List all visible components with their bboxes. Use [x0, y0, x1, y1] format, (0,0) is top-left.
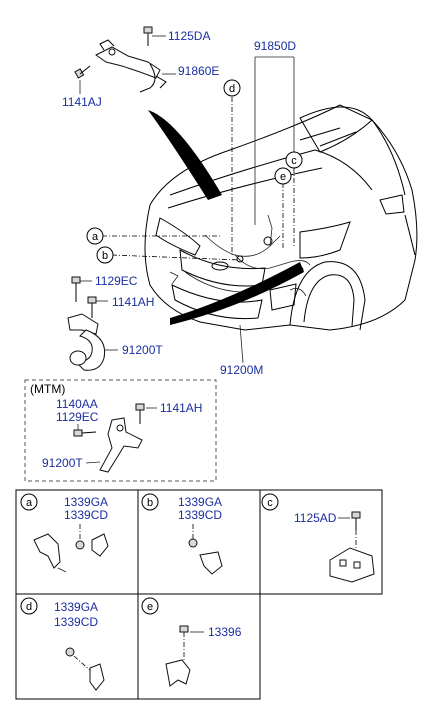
panel-a-part-1[interactable]: 1339GA [64, 495, 108, 509]
mtm-part-1129EC[interactable]: 1129EC [56, 410, 99, 424]
bolt-icon-ec [71, 276, 81, 302]
svg-text:d: d [26, 601, 32, 613]
svg-text:d: d [229, 83, 235, 95]
svg-text:e: e [147, 601, 153, 613]
panel-b-part-2[interactable]: 1339CD [178, 508, 222, 522]
mtm-part-1141AH[interactable]: 1141AH [160, 401, 202, 415]
marker-a[interactable]: a [86, 227, 104, 245]
marker-e[interactable]: e [274, 167, 292, 185]
detail-panel-c: c 1125AD [261, 493, 375, 583]
detail-panel-e: e 13396 [141, 597, 242, 687]
mtm-title: (MTM) [30, 382, 65, 396]
svg-text:b: b [147, 497, 153, 509]
callout-91200T[interactable]: 91200T [122, 343, 163, 357]
bolt-icon [143, 26, 153, 46]
mtm-part-1140AA[interactable]: 1140AA [56, 397, 98, 411]
battery-cable-part [67, 313, 106, 371]
callout-91200M[interactable]: 91200M [220, 363, 263, 377]
svg-text:c: c [267, 497, 273, 509]
detail-panel-d: d 1339GA 1339CD [20, 597, 105, 691]
svg-text:b: b [102, 250, 108, 262]
screw-icon [74, 65, 91, 79]
svg-text:c: c [291, 155, 297, 167]
panel-d-part-1[interactable]: 1339GA [54, 600, 98, 614]
mtm-box [24, 379, 217, 482]
arrow-icon-2 [170, 262, 304, 325]
mtm-part-91200T[interactable]: 91200T [42, 456, 83, 470]
car-illustration [144, 104, 418, 331]
panel-e-part-1[interactable]: 13396 [208, 625, 242, 639]
svg-text:a: a [92, 231, 99, 243]
mtm-cable-part [99, 417, 143, 473]
callout-1125DA[interactable]: 1125DA [168, 29, 210, 43]
svg-text:e: e [280, 171, 286, 183]
bolt-icon-ah [87, 296, 97, 318]
panel-b-part-1[interactable]: 1339GA [178, 495, 222, 509]
detail-grid [15, 489, 383, 700]
mtm-bolt-icon [73, 429, 97, 437]
callout-91860E[interactable]: 91860E [178, 64, 219, 78]
top-battery-cable [95, 39, 167, 93]
arrow-icon [148, 110, 222, 200]
marker-c[interactable]: c [285, 151, 303, 169]
panel-c-part-1[interactable]: 1125AD [294, 511, 337, 525]
callout-91850D[interactable]: 91850D [254, 39, 296, 53]
callout-1129EC[interactable]: 1129EC [95, 274, 138, 288]
marker-b[interactable]: b [96, 246, 114, 264]
detail-panel-a: a 1339GA 1339CD [20, 493, 109, 573]
panel-d-part-2[interactable]: 1339CD [54, 615, 98, 629]
marker-d[interactable]: d [223, 79, 241, 97]
callout-1141AJ[interactable]: 1141AJ [62, 95, 102, 109]
detail-panel-b: b 1339GA 1339CD [141, 493, 223, 575]
svg-text:a: a [26, 497, 33, 509]
mtm-bolt-icon-2 [135, 403, 145, 424]
callout-1141AH[interactable]: 1141AH [112, 295, 154, 309]
panel-a-part-2[interactable]: 1339CD [64, 508, 108, 522]
